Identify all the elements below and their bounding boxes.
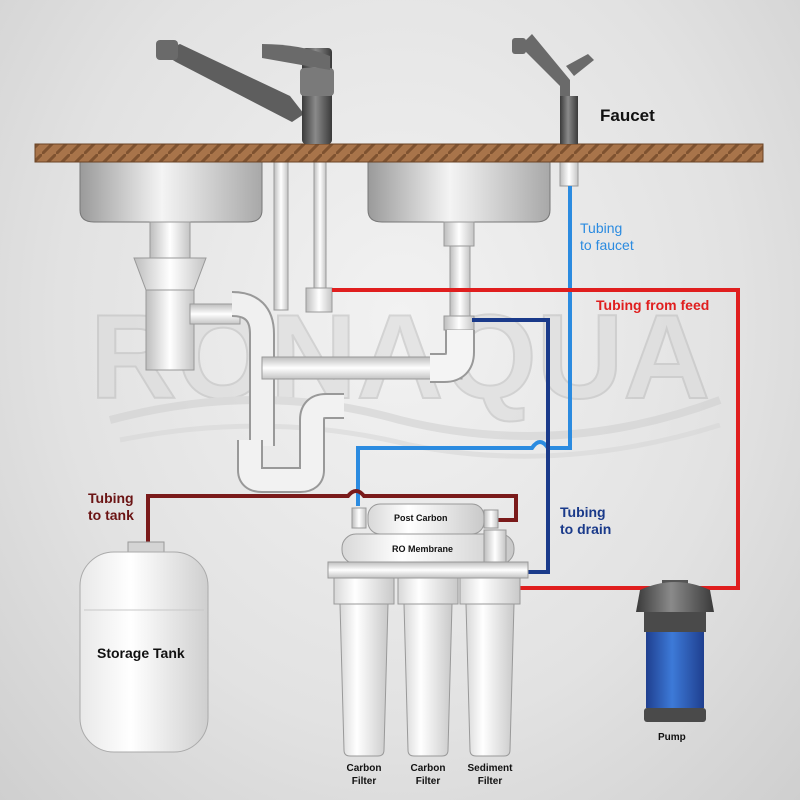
pump-label: Pump <box>658 732 686 743</box>
carbon-filter-2-label-line2: Filter <box>415 776 441 787</box>
ro-membrane <box>341 529 515 565</box>
tubing-to-tank-label: Tubing to tank <box>88 490 134 524</box>
carbon-filter-1-label-line2: Filter <box>351 776 377 787</box>
post-carbon-filter <box>351 503 499 535</box>
tubing-to-drain-line <box>472 318 550 574</box>
sediment-filter-label: Sediment Filter <box>462 762 518 788</box>
sediment-filter-label-line1: Sediment <box>467 763 513 774</box>
tubing-to-tank-line <box>146 489 518 548</box>
tubing-to-faucet-label: Tubing to faucet <box>580 220 634 254</box>
tubing-from-feed-line <box>332 288 740 590</box>
tubing-from-feed-label: Tubing from feed <box>596 297 710 313</box>
kitchen-faucet <box>156 40 334 144</box>
tubing-to-tank-label-line1: Tubing <box>88 490 134 506</box>
tubing-to-faucet-label-line1: Tubing <box>580 220 623 236</box>
tubing-to-faucet-label-line2: to faucet <box>580 237 634 253</box>
sediment-filter-label-line2: Filter <box>477 776 503 787</box>
storage-tank <box>79 541 209 753</box>
tubing-to-drain-label-line2: to drain <box>560 521 612 537</box>
ro-faucet <box>512 34 594 144</box>
right-sink-drain <box>430 221 475 383</box>
p-trap <box>237 356 463 493</box>
left-sink-drain <box>133 221 275 446</box>
filter-bracket <box>327 561 529 579</box>
post-carbon-label: Post Carbon <box>394 513 448 523</box>
left-sink-basin <box>79 157 263 223</box>
carbon-filter-1 <box>333 577 395 757</box>
carbon-filter-2 <box>397 577 459 757</box>
faucet-label: Faucet <box>600 106 655 125</box>
storage-tank-label: Storage Tank <box>97 645 185 661</box>
pump <box>636 580 714 722</box>
supply-lines <box>273 149 579 313</box>
right-sink-basin <box>367 157 551 223</box>
tubing-to-drain-label-line1: Tubing <box>560 504 606 520</box>
countertop <box>34 143 764 163</box>
carbon-filter-1-label-line1: Carbon <box>346 763 382 774</box>
tubing-to-tank-label-line2: to tank <box>88 507 134 523</box>
carbon-filter-1-label: Carbon Filter <box>340 762 388 788</box>
tubing-to-drain-label: Tubing to drain <box>560 504 611 538</box>
sediment-filter <box>459 577 521 757</box>
carbon-filter-2-label: Carbon Filter <box>404 762 452 788</box>
ro-membrane-label: RO Membrane <box>392 544 454 554</box>
carbon-filter-2-label-line1: Carbon <box>410 763 446 774</box>
